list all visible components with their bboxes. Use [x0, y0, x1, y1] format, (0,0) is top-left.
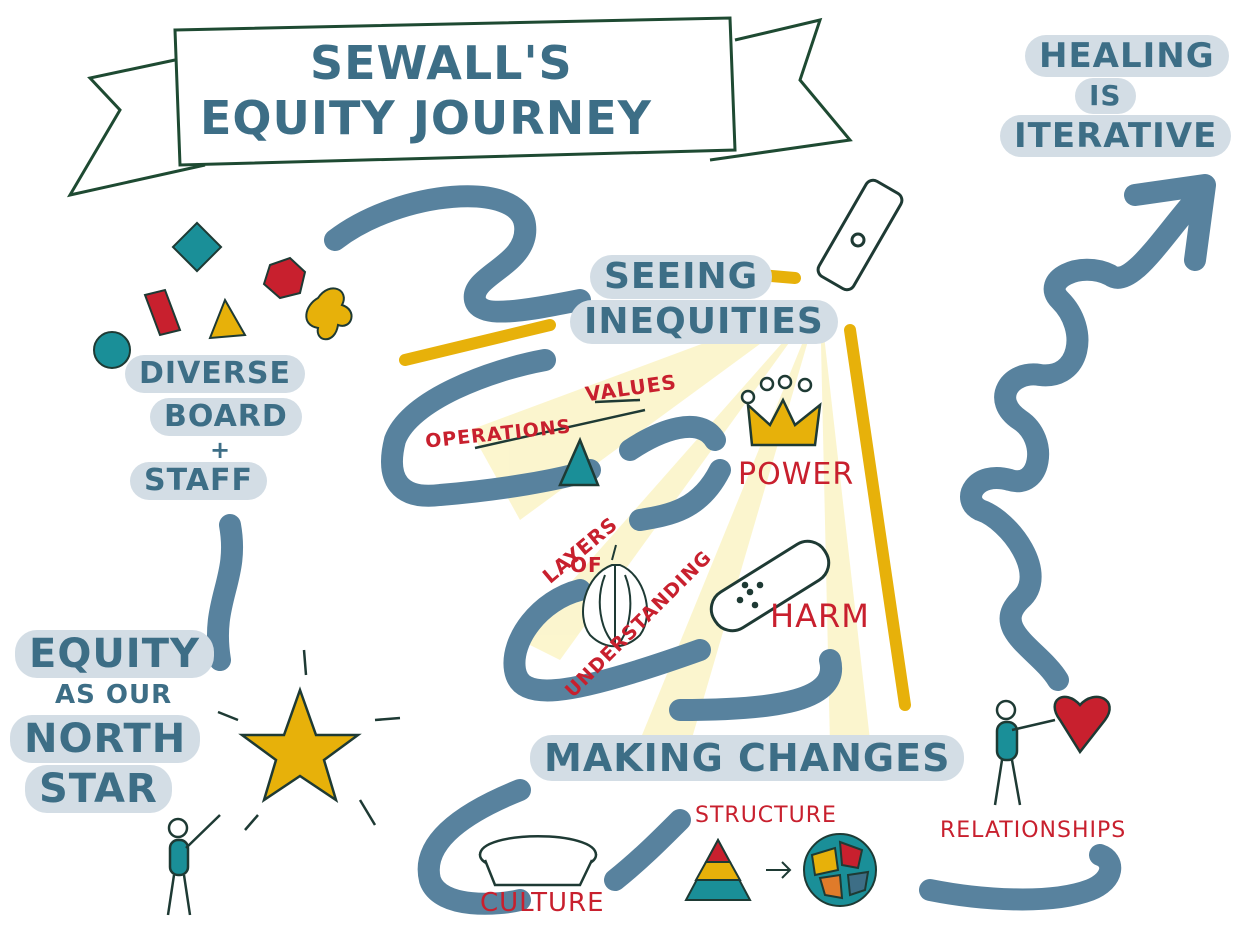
pyramid-icon	[684, 837, 792, 901]
north-star-line1: EQUITY	[15, 630, 214, 678]
north-star-line3: NORTH	[10, 715, 201, 763]
onion-icon	[582, 544, 649, 648]
relationships-label: RELATIONSHIPS	[940, 818, 1127, 843]
making-changes-label: MAKING CHANGES	[530, 735, 965, 781]
star-icon	[217, 649, 401, 831]
journey-path	[206, 174, 1216, 915]
bandage-icon	[709, 539, 831, 633]
culture-label: CULTURE	[480, 888, 605, 918]
power-label: POWER	[738, 457, 855, 492]
diverse-line3: +	[210, 436, 232, 464]
seeing-line2: INEQUITIES	[570, 300, 838, 344]
harm-label: HARM	[770, 597, 870, 635]
banner-title-line2: EQUITY JOURNEY	[200, 91, 652, 145]
crown-icon	[740, 374, 822, 447]
diverse-line2: BOARD	[150, 398, 302, 436]
stick-figure-icon	[166, 814, 221, 916]
pie-icon	[478, 835, 598, 887]
heart-figure-icon	[993, 695, 1111, 806]
diverse-line1: DIVERSE	[125, 355, 305, 393]
banner-title-line1: SEWALL'S	[310, 36, 573, 90]
flashlight-icon	[816, 178, 904, 292]
north-star-line2: AS OUR	[55, 680, 173, 710]
structure-label: STRUCTURE	[695, 803, 837, 828]
seeing-line1: SEEING	[590, 255, 773, 299]
healing-line1: HEALING	[1025, 35, 1229, 77]
north-star-line4: STAR	[25, 765, 172, 813]
title-banner	[66, 16, 853, 198]
scale-icon	[474, 398, 646, 487]
confetti-shapes-icon	[93, 221, 353, 369]
puzzle-globe-icon	[803, 833, 877, 907]
of-label: OF	[570, 553, 603, 577]
healing-line2: IS	[1075, 78, 1136, 114]
diverse-line4: STAFF	[130, 462, 267, 500]
healing-line3: ITERATIVE	[1000, 115, 1232, 157]
